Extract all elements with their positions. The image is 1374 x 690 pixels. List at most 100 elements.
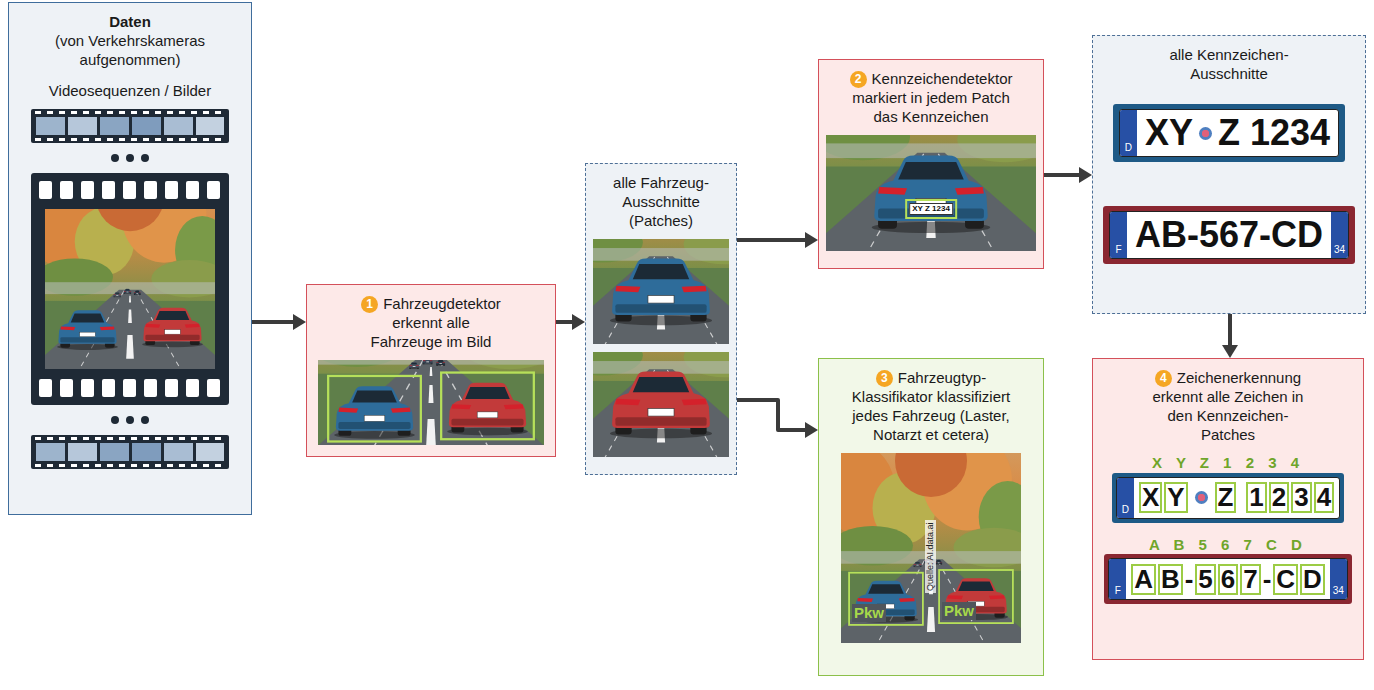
node-text: (von Verkehrskameras aufgenommen) bbox=[55, 32, 205, 68]
film-strip bbox=[31, 109, 229, 143]
character-recognition: X Y Z 1 2 3 4 D XYZ1234 A B 5 6 7 C D F … bbox=[1104, 453, 1352, 604]
region-code: 34 bbox=[1333, 586, 1344, 596]
vehicle-patch bbox=[593, 239, 729, 344]
eu-band: F bbox=[1109, 559, 1126, 599]
plate-holder: F AB-567-CD 34 bbox=[1103, 206, 1355, 264]
plate-text: AB-567-CD bbox=[1135, 217, 1323, 253]
plate-seal bbox=[1199, 127, 1212, 140]
plate-character: 7 bbox=[1240, 564, 1260, 595]
node-text: Kennzeichendetektor markiert in jedem Pa… bbox=[852, 70, 1012, 125]
plate-character: 6 bbox=[1218, 564, 1238, 595]
arrow-head bbox=[572, 314, 585, 330]
text-group: Daten bbox=[109, 12, 151, 31]
film-strip bbox=[31, 435, 229, 469]
arrow-head bbox=[805, 232, 818, 248]
country-code: F bbox=[1115, 586, 1121, 596]
ocr-result: A B 5 6 7 C D bbox=[1149, 536, 1307, 553]
eu-band: D bbox=[1117, 478, 1134, 518]
plate-holder: F AB-567-CD 34 bbox=[1104, 554, 1352, 604]
text-group: 4Zeichenerkennung erkennt alle Zeichen i… bbox=[1148, 368, 1308, 444]
arrow-head bbox=[805, 422, 818, 438]
plate-character: 1 bbox=[1246, 482, 1266, 513]
arrow-line bbox=[737, 238, 807, 242]
vehicle-patches bbox=[593, 239, 729, 457]
plate-character: A bbox=[1131, 564, 1156, 595]
plate-holder: D XYZ1234 bbox=[1112, 473, 1344, 523]
text-group: 1Fahrzeugdetektor erkennt alle Fahrzeuge… bbox=[356, 294, 506, 351]
arrow-head bbox=[1222, 345, 1238, 358]
plate-text: XY bbox=[1145, 115, 1193, 151]
callout-number: 2 bbox=[850, 71, 867, 88]
patch-panel: alle Fahrzeug-Ausschnitte (Patches) bbox=[585, 163, 737, 475]
node-text: alle Fahrzeug-Ausschnitte (Patches) bbox=[613, 174, 709, 229]
arrow-line bbox=[252, 320, 295, 324]
license-plate: F AB-567-CD 34 bbox=[1109, 211, 1349, 259]
country-code: F bbox=[1115, 245, 1121, 255]
text-group: Videosequenzen / Bilder bbox=[49, 81, 211, 100]
camera-footage bbox=[31, 109, 229, 469]
flow-arrow bbox=[556, 314, 585, 330]
detection-image bbox=[318, 360, 544, 445]
class-label: Pkw bbox=[942, 602, 976, 620]
eu-band: D bbox=[1120, 110, 1137, 156]
region-band: 34 bbox=[1330, 559, 1347, 599]
region-code: 34 bbox=[1334, 245, 1345, 255]
flow-arrow bbox=[737, 400, 818, 438]
vehicle-detection-photo bbox=[318, 360, 544, 445]
plate-text: Z 1234 bbox=[1218, 115, 1330, 151]
film-frame bbox=[31, 173, 229, 405]
plate-anchor: XY Z 1234 bbox=[909, 197, 953, 215]
arrow-head bbox=[1079, 167, 1092, 183]
plate-text: XY Z 1234 bbox=[909, 203, 953, 215]
text-group: alle Kennzeichen-Ausschnitte bbox=[1149, 45, 1309, 83]
arrow-head bbox=[293, 314, 306, 330]
plate-separator: - bbox=[1263, 566, 1272, 593]
node-text: Daten bbox=[109, 13, 151, 30]
plate-character: B bbox=[1158, 564, 1183, 595]
text-group: 2Kennzeichendetektor markiert in jedem P… bbox=[844, 69, 1019, 126]
plate-detection-photo bbox=[826, 135, 1036, 251]
vehicle-patch bbox=[593, 352, 729, 457]
node-text: Videosequenzen / Bilder bbox=[49, 82, 211, 99]
plate-character: X bbox=[1139, 482, 1162, 513]
process-box: 2Kennzeichendetektor markiert in jedem P… bbox=[818, 59, 1044, 269]
arrow-line bbox=[1228, 314, 1232, 347]
flow-arrow bbox=[1044, 167, 1092, 183]
callout-number: 4 bbox=[1155, 370, 1172, 387]
text-group: 3Fahrzeugtyp-Klassifikator klassifiziert… bbox=[841, 368, 1021, 444]
class-label: Pkw bbox=[852, 604, 886, 622]
license-plate: D XY Z 1234 bbox=[1119, 109, 1339, 157]
patch-panel: alle Kennzeichen-Ausschnitte D XYZ 1234 … bbox=[1092, 35, 1366, 314]
callout-number: 3 bbox=[876, 370, 893, 387]
classification-image: Pkw Pkw Quelle: AI.data.ai bbox=[841, 453, 1021, 643]
plate-character: 3 bbox=[1291, 482, 1311, 513]
plate-detection-image: XY Z 1234 bbox=[826, 135, 1036, 251]
plate-separator: - bbox=[1185, 566, 1194, 593]
callout-number: 1 bbox=[361, 296, 378, 313]
process-box: 1Fahrzeugdetektor erkennt alle Fahrzeuge… bbox=[306, 284, 556, 457]
arrow-line bbox=[737, 400, 807, 430]
plate-character: 2 bbox=[1269, 482, 1289, 513]
source-note: Quelle: AI.data.ai bbox=[925, 521, 936, 594]
process-box: 3Fahrzeugtyp-Klassifikator klassifiziert… bbox=[818, 358, 1044, 676]
node-text: Zeichenerkennung erkennt alle Zeichen in… bbox=[1153, 369, 1304, 443]
eu-band: F bbox=[1110, 212, 1127, 258]
flow-arrow bbox=[252, 314, 306, 330]
region-band: 34 bbox=[1331, 212, 1348, 258]
text-group: (von Verkehrskameras aufgenommen) bbox=[30, 31, 230, 69]
plate-holder: D XY Z 1234 bbox=[1113, 104, 1345, 162]
text-group: alle Fahrzeug-Ausschnitte (Patches) bbox=[596, 173, 726, 230]
plate-character: D bbox=[1300, 564, 1325, 595]
data-panel: Daten (von Verkehrskameras aufgenommen) Vi… bbox=[8, 2, 252, 515]
process-box: 4Zeichenerkennung erkennt alle Zeichen i… bbox=[1092, 358, 1364, 660]
node-text: Fahrzeugdetektor erkennt alle Fahrzeuge … bbox=[371, 295, 501, 350]
plate-character: C bbox=[1273, 564, 1298, 595]
license-plate: D XYZ1234 bbox=[1116, 477, 1340, 519]
ellipsis-dots bbox=[31, 151, 229, 165]
country-code: D bbox=[1125, 143, 1132, 153]
plate-character: 4 bbox=[1314, 482, 1334, 513]
plate-character: Y bbox=[1164, 482, 1187, 513]
flow-arrow bbox=[737, 232, 818, 248]
plate-character: 5 bbox=[1195, 564, 1215, 595]
